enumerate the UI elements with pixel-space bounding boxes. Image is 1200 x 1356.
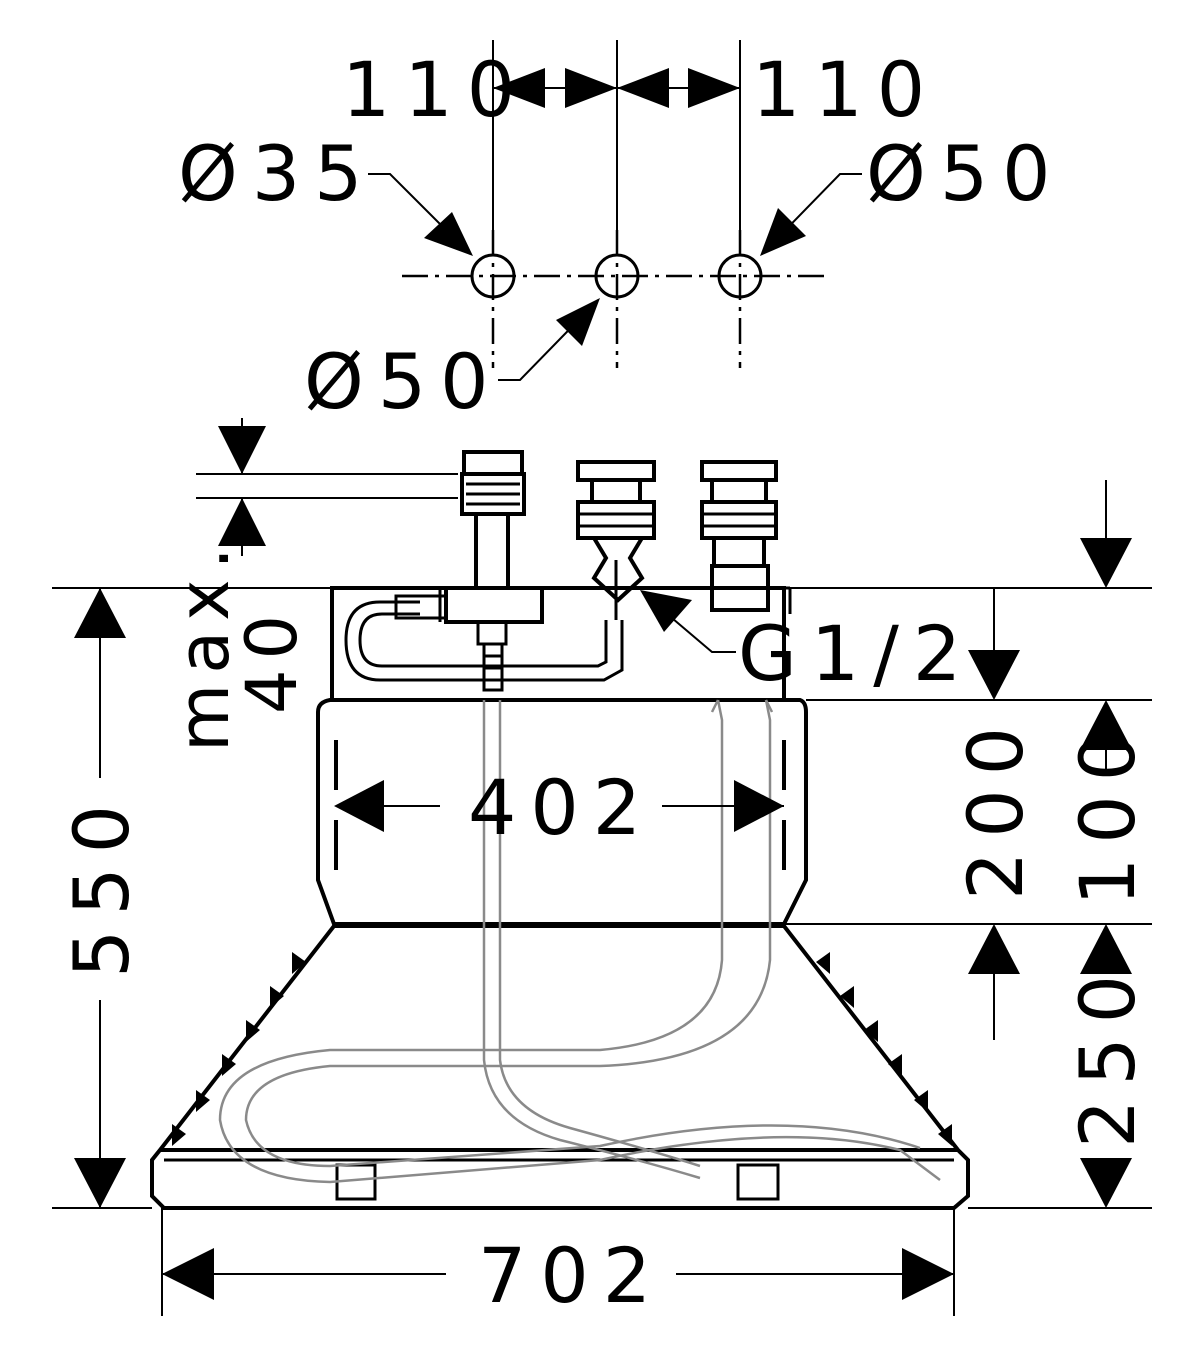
valve-center [576,460,656,620]
dim-upper-part: 100 [1063,719,1152,906]
hole-center [594,253,640,299]
dim-lower-part: 250 [1063,961,1152,1148]
dia-left-label: Ø35 [178,129,377,218]
base-foot-right [736,1163,780,1201]
hoses [218,699,941,1184]
mounting-plate [330,586,786,702]
valve-right [700,460,792,614]
side-view [150,586,970,1210]
dim-upper-height: 200 [951,713,1040,900]
dim-402: 402 [334,763,784,852]
hole-pattern-view: 110 110 Ø35 Ø50 Ø50 [178,40,1065,426]
dim-total-height: 550 [57,791,146,978]
hole-left [470,253,516,299]
inner-pipe [344,600,624,682]
dim-max-value: 40 [231,605,313,714]
hole-right [717,253,763,299]
dim-550: 550 [52,587,332,1209]
dim-spacing-right: 110 [752,45,939,134]
cone-teeth-right [816,952,952,1146]
dim-overall-width: 702 [478,1231,665,1320]
dim-max-label: max. [163,537,245,752]
dim-right-stack: 200 100 250 [784,480,1152,1209]
thread-callout: G1/2 [640,590,975,698]
thread-label: G1/2 [738,609,975,698]
dim-spacing-left: 110 [342,45,529,134]
dim-702: 702 [161,1208,955,1320]
dia-center-label: Ø50 [304,337,503,426]
valve-left [444,450,544,692]
dim-inner-width: 402 [468,763,655,852]
dim-max-40: max. 40 [163,418,458,752]
dia-right-label: Ø50 [866,129,1065,218]
cone-teeth-left [172,952,306,1146]
